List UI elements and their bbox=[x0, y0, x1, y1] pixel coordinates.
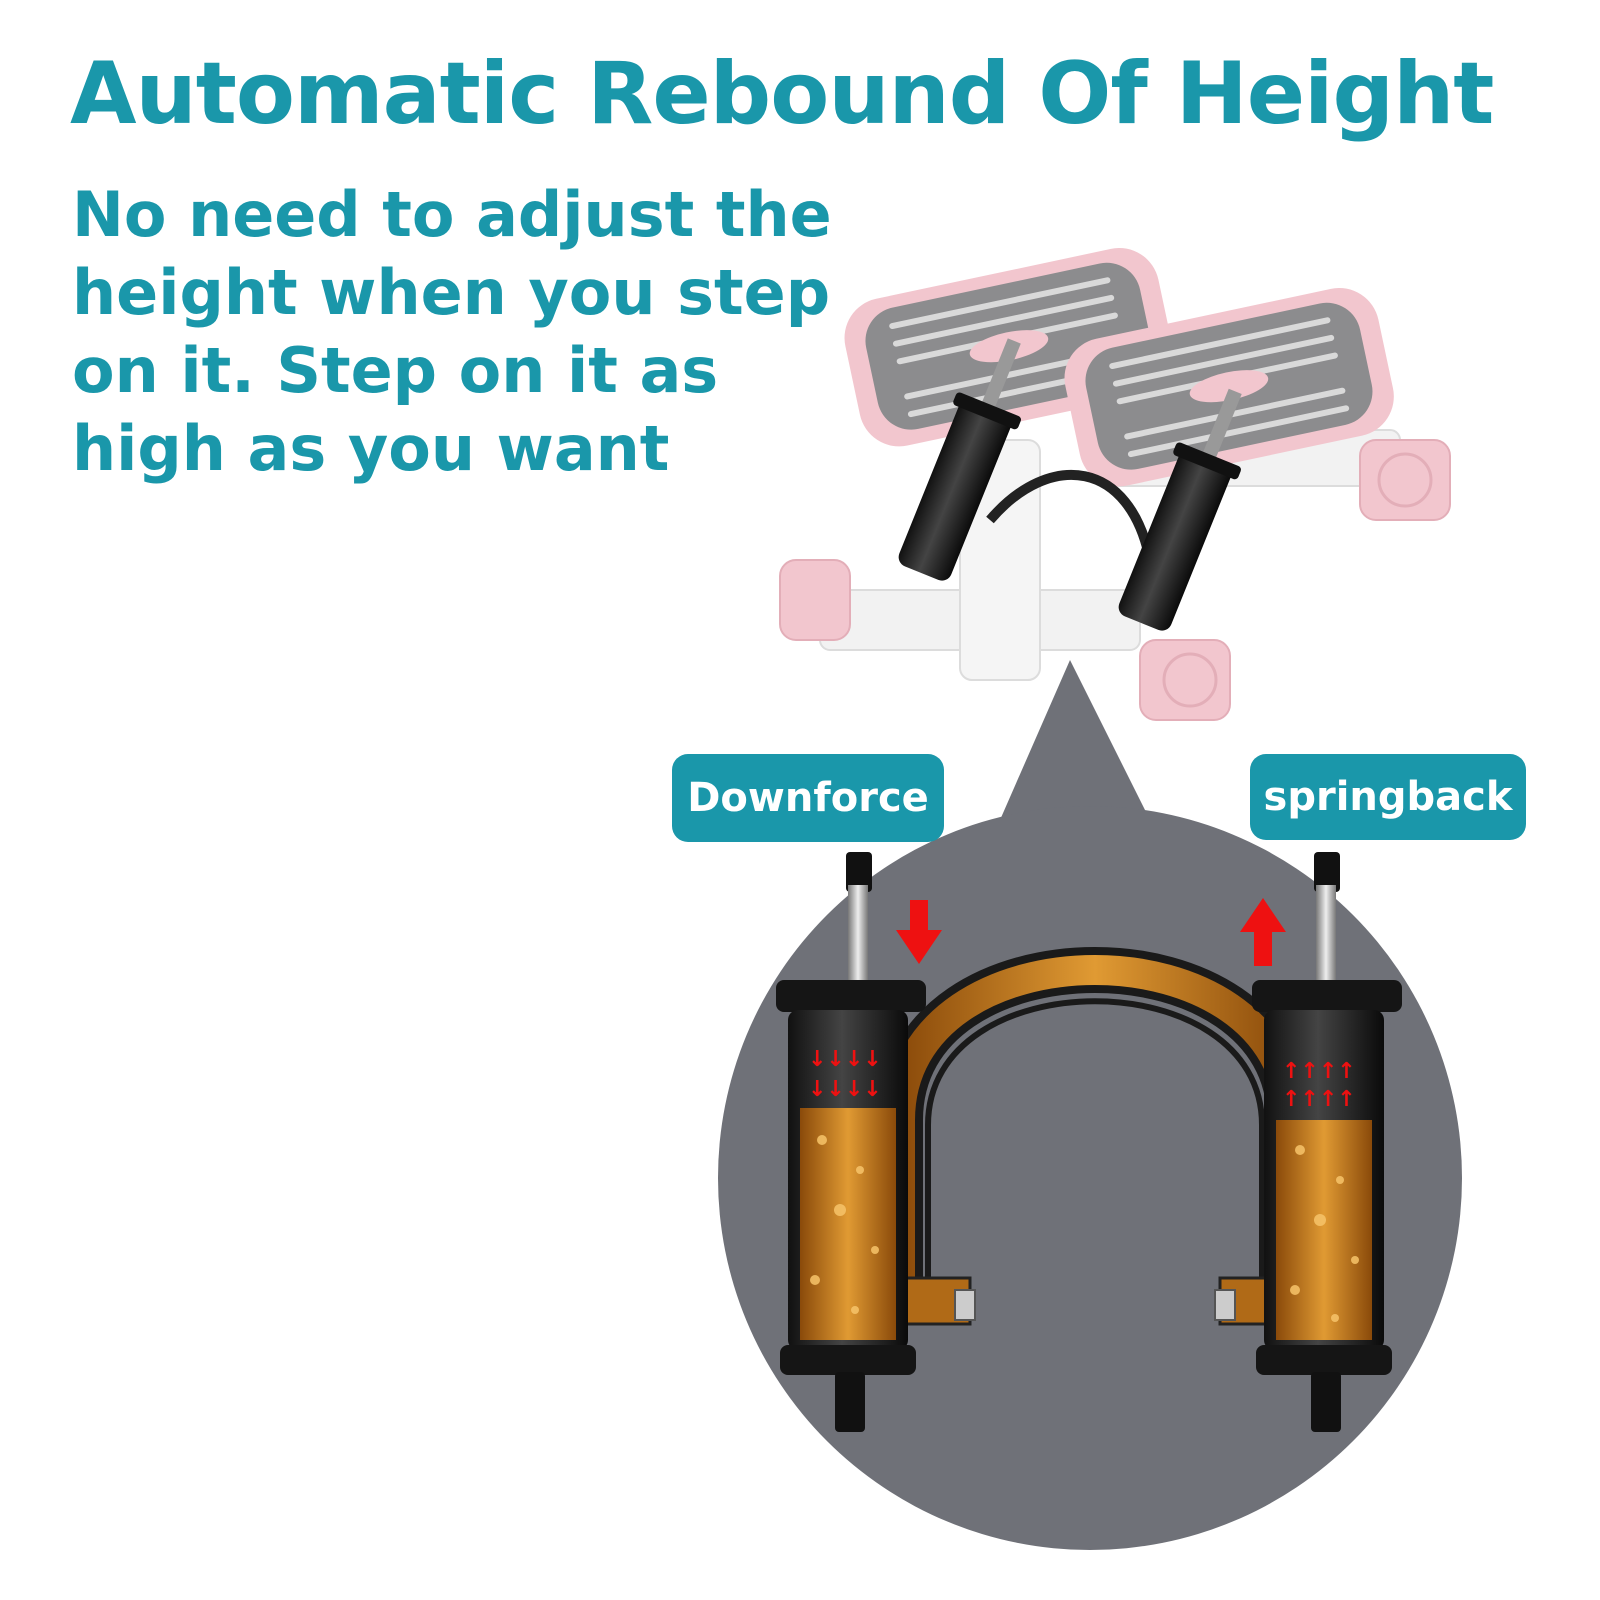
springback-label: springback bbox=[1250, 754, 1526, 840]
hydraulic-diagram: ↓↓↓↓ ↓↓↓↓ ↑↑↑↑ bbox=[776, 852, 1402, 1432]
page-title: Automatic Rebound Of Height bbox=[70, 44, 1494, 144]
svg-text:↓↓↓↓: ↓↓↓↓ bbox=[808, 1077, 882, 1102]
stepper-machine bbox=[779, 248, 1451, 721]
arrow-down-icon bbox=[896, 900, 942, 964]
svg-text:↓↓↓↓: ↓↓↓↓ bbox=[808, 1047, 882, 1072]
downforce-label: Downforce bbox=[672, 754, 944, 842]
left-cylinder: ↓↓↓↓ ↓↓↓↓ bbox=[776, 852, 942, 1432]
svg-text:↑↑↑↑: ↑↑↑↑ bbox=[1282, 1087, 1356, 1112]
right-cylinder: ↑↑↑↑ ↑↑↑↑ bbox=[1240, 852, 1402, 1432]
arrow-up-icon bbox=[1240, 898, 1286, 966]
svg-text:↑↑↑↑: ↑↑↑↑ bbox=[1282, 1059, 1356, 1084]
page-subtitle: No need to adjust the height when you st… bbox=[72, 178, 832, 485]
